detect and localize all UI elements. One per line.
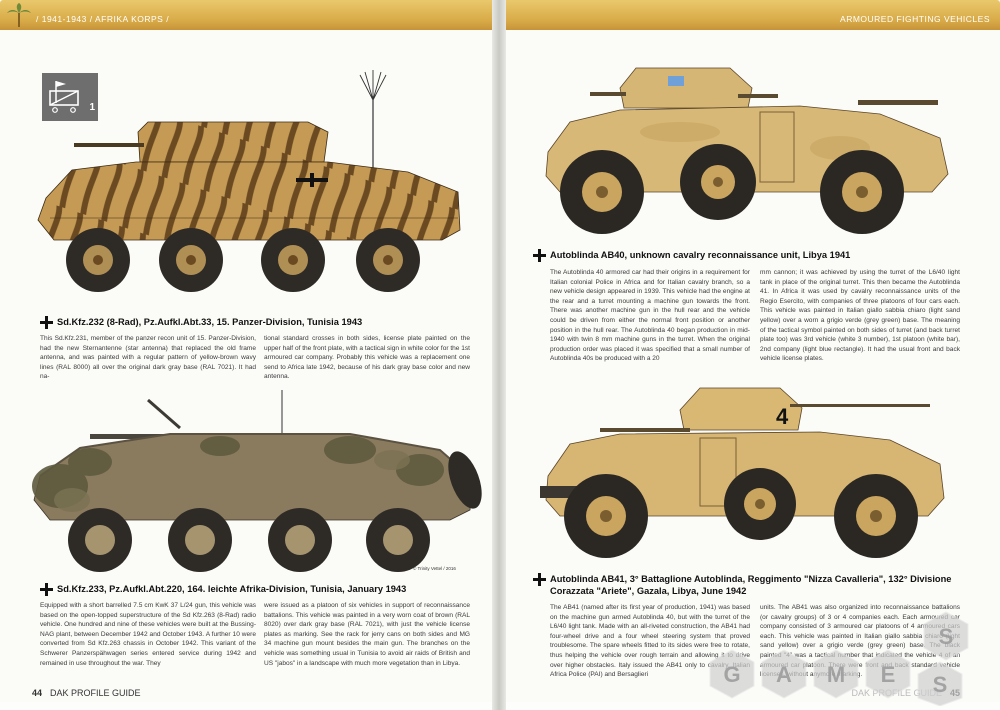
balkenkreuz-icon bbox=[533, 249, 546, 262]
vehicle-caption-ab41-line2: Corazzata "Ariete", Gazala, Libya, June … bbox=[550, 586, 747, 596]
watermark-letter: S bbox=[933, 672, 948, 697]
watermark-letter: G bbox=[723, 662, 740, 687]
balkenkreuz-icon bbox=[533, 573, 546, 586]
games-watermark: S G A M E S bbox=[709, 611, 969, 706]
watermark-letter: A bbox=[776, 662, 792, 687]
tactical-symbol-number: 1 bbox=[89, 102, 95, 113]
watermark-letter: S bbox=[939, 624, 954, 649]
footer-title-left: DAK PROFILE GUIDE bbox=[50, 688, 141, 698]
sdkfz232-illustration bbox=[37, 70, 461, 292]
footer-left: 44 DAK PROFILE GUIDE bbox=[32, 688, 141, 698]
text-ab41-col1: The AB41 (named after its first year of … bbox=[550, 604, 750, 679]
text-sdkfz233-col1: Equipped with a short barrelled 7.5 cm K… bbox=[40, 602, 256, 667]
armoured-car-tactical-icon bbox=[49, 81, 79, 113]
artist-credit: © Trinity Vettel / 2016 bbox=[413, 566, 456, 571]
watermark-letter: M bbox=[827, 662, 845, 687]
turret-number: 4 bbox=[776, 404, 789, 429]
ab40-illustration bbox=[545, 67, 949, 234]
header-bar-left: / 1941-1943 / AFRIKA KORPS / bbox=[0, 0, 492, 30]
text-sdkfz232-col2: tional standard crosses in both sides, l… bbox=[264, 335, 470, 381]
book-gutter bbox=[492, 0, 506, 710]
watermark-letter: E bbox=[881, 662, 896, 687]
header-bar-right: ARMOURED FIGHTING VEHICLES bbox=[506, 0, 1000, 30]
balkenkreuz-icon bbox=[40, 583, 53, 596]
vehicle-caption-sdkfz232: Sd.Kfz.232 (8-Rad), Pz.Aufkl.Abt.33, 15.… bbox=[57, 317, 363, 327]
ab41-illustration: 4 bbox=[540, 387, 945, 558]
text-ab40-col1: The Autoblinda 40 armored car had their … bbox=[550, 269, 750, 363]
sdkfz233-illustration bbox=[32, 390, 482, 572]
text-ab40-col2: mm cannon; it was achieved by using the … bbox=[760, 269, 960, 363]
vehicle-caption-sdkfz233: Sd.Kfz.233, Pz.Aufkl.Abt.220, 164. leich… bbox=[57, 584, 407, 594]
palm-tree-icon bbox=[7, 3, 31, 27]
tactical-symbol-box: 1 bbox=[42, 73, 98, 121]
vehicle-caption-ab40: Autoblinda AB40, unknown cavalry reconna… bbox=[550, 250, 851, 260]
page-number-left: 44 bbox=[32, 688, 43, 698]
balkenkreuz-icon bbox=[40, 316, 53, 329]
text-sdkfz233-col2: were issued as a platoon of six vehicles… bbox=[264, 602, 470, 667]
header-section-title: ARMOURED FIGHTING VEHICLES bbox=[840, 14, 990, 24]
text-ab41-col2: units. The AB41 was also organized into … bbox=[760, 604, 960, 679]
header-breadcrumb: / 1941-1943 / AFRIKA KORPS / bbox=[36, 14, 170, 24]
text-sdkfz232-col1: This Sd.Kfz.231, member of the panzer re… bbox=[40, 335, 256, 381]
vehicle-caption-ab41-line1: Autoblinda AB41, 3° Battaglione Autoblin… bbox=[550, 574, 952, 584]
